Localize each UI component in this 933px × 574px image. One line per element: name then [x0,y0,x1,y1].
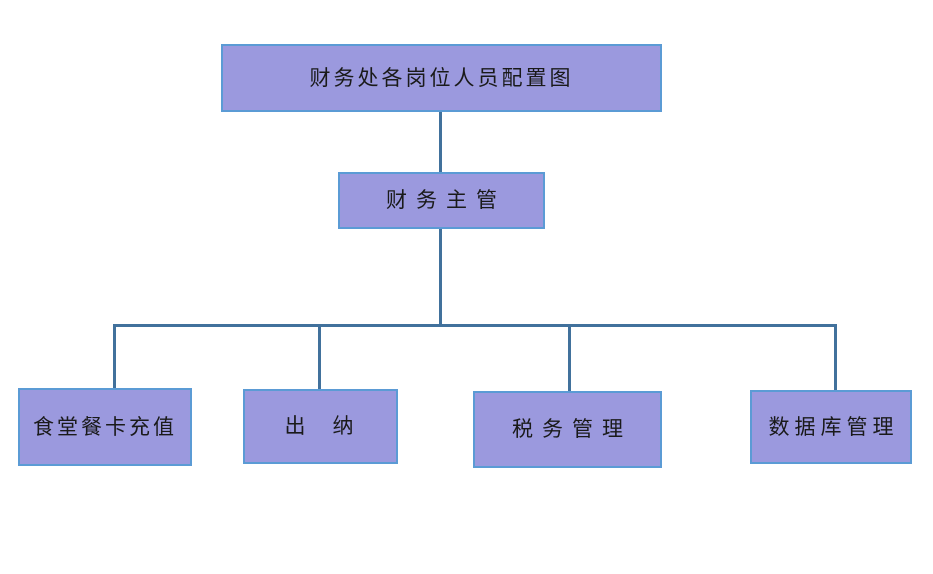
node-finance-manager-label: 财务主管 [386,188,506,212]
node-chart-title-label: 财务处各岗位人员配置图 [309,65,574,90]
node-canteen-card-recharge[interactable]: 食堂餐卡充值 [18,388,192,466]
node-tax-management[interactable]: 税务管理 [473,391,662,468]
connector-drop-canteen-card [113,324,116,388]
node-canteen-card-recharge-label: 食堂餐卡充值 [33,414,177,439]
connector-drop-tax [568,324,571,391]
connector-horizontal-bus [113,324,837,327]
connector-manager-to-bus [439,229,442,325]
node-tax-management-label: 税务管理 [512,417,632,441]
node-database-management-label: 数据库管理 [768,414,899,439]
node-database-management[interactable]: 数据库管理 [750,390,912,464]
node-cashier[interactable]: 出 纳 [243,389,398,464]
connector-root-to-manager [439,112,442,172]
node-cashier-label: 出 纳 [284,414,357,438]
node-chart-title[interactable]: 财务处各岗位人员配置图 [221,44,662,112]
connector-drop-database [834,324,837,390]
connector-drop-cashier [318,324,321,389]
node-finance-manager[interactable]: 财务主管 [338,172,545,229]
